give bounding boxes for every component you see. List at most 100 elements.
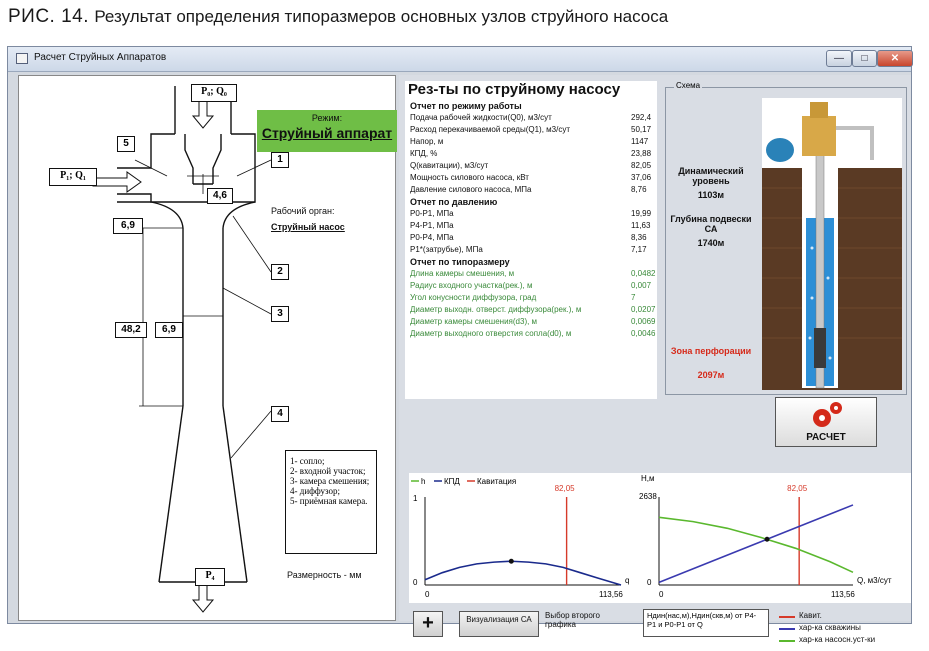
calculate-button[interactable]: РАСЧЕТ — [775, 397, 877, 447]
legend-swatch-cavitation — [779, 616, 795, 618]
cavitation-label: 82,05 — [787, 484, 808, 493]
results-panel: Рез-ты по струйному насосу Отчет по режи… — [399, 75, 911, 644]
cavitation-label: 82,05 — [555, 484, 576, 493]
result-value: 19,99 — [631, 209, 652, 218]
result-value: 0,0207 — [631, 305, 656, 314]
organ-value: Струйный насос — [271, 222, 345, 232]
part-number-4: 4 — [271, 406, 289, 422]
p1-label: P₁; Q₁ — [49, 168, 97, 186]
second-chart-select[interactable]: Ндин(нас,м),Ндин(скв,м) от P4-P1 и P0-P1… — [643, 609, 769, 637]
close-button[interactable]: ✕ — [877, 50, 913, 67]
parts-legend: 1- сопло; 2- входной участок; 3- камера … — [285, 450, 377, 554]
perforation-zone-value: 2097м — [697, 370, 725, 380]
hanging-depth-label: Глубина подвески СА — [670, 214, 752, 234]
legend-pump: хар-ка насосн.уст-ки — [799, 635, 876, 644]
result-label: Длина камеры смешения, м — [410, 269, 515, 278]
result-value: 7 — [631, 293, 636, 302]
schema-group: Схема Динамический уровень 1103м Глубина… — [665, 81, 907, 395]
legend-item: 2- входной участок; — [290, 466, 366, 476]
legend-item: 3- камера смешения; — [290, 476, 370, 486]
pump-diagram-panel: P₀; Q₀ P₁; Q₁ P₄ 1 2 3 4 5 4,6 6,9 48,2 … — [18, 75, 397, 621]
result-value: 7,17 — [631, 245, 647, 254]
efficiency-max-point — [508, 558, 514, 564]
p4-label: P₄ — [195, 568, 225, 586]
chart2-legend: Кавит. хар-ка скважины хар-ка насосн.уст… — [777, 611, 907, 651]
caption-text: Результат определения типоразмеров основ… — [94, 7, 669, 26]
maximize-button[interactable]: □ — [852, 50, 877, 67]
legend-swatch-well — [779, 628, 795, 630]
legend-cavitation: Кавит. — [799, 611, 822, 620]
legend-swatch-pump — [779, 640, 795, 642]
legend-item: 5- приёмная камера. — [290, 496, 368, 506]
result-label: Q(кавитации), м3/сут — [410, 161, 489, 170]
minimize-button[interactable]: — — [826, 50, 852, 67]
mode-panel: Режим: Струйный аппарат — [257, 110, 397, 152]
result-label: Расход перекачиваемой среды(Q1), м3/сут — [410, 125, 570, 134]
results-title: Рез-ты по струйному насосу — [408, 81, 621, 98]
well-illustration — [762, 98, 902, 390]
y-tick-top: 1 — [413, 494, 418, 503]
dim-inlet-radius: 6,9 — [113, 218, 143, 234]
y-tick-bottom: 0 — [413, 578, 418, 587]
add-chart-button[interactable]: + — [413, 611, 443, 637]
units-label: Размерность - мм — [287, 570, 362, 580]
well-curve — [658, 504, 854, 584]
result-label: Подача рабочей жидкости(Q0), м3/сут — [410, 113, 552, 122]
efficiency-curve — [424, 560, 622, 586]
p0-label: P₀; Q₀ — [191, 84, 237, 102]
dim-mixing-length: 48,2 — [115, 322, 147, 338]
title-bar: Расчет Струйных Аппаратов — □ ✕ — [8, 47, 913, 72]
result-value: 8,36 — [631, 233, 647, 242]
legend-label: h — [421, 477, 425, 486]
second-chart-label: Выбор второго графика — [545, 611, 600, 629]
result-value: 37,06 — [631, 173, 652, 182]
part-number-3: 3 — [271, 306, 289, 322]
results-section-heading: Отчет по давлению — [410, 197, 498, 207]
legend-item: 1- сопло; — [290, 456, 325, 466]
result-label: Мощность силового насоса, кВт — [410, 173, 529, 182]
result-label: Угол конусности диффузора, град — [410, 293, 537, 302]
x-tick-end: 113,56 — [831, 590, 855, 599]
result-value: 292,4 — [631, 113, 652, 122]
result-value: 0,0046 — [631, 329, 656, 338]
legend-label: Кавитация — [477, 477, 516, 486]
operating-point — [764, 536, 770, 542]
y-axis-label: H,м — [641, 474, 655, 483]
part-number-5: 5 — [117, 136, 135, 152]
mode-label: Режим: — [311, 113, 343, 123]
organ-label: Рабочий орган: — [271, 206, 335, 216]
schema-legend: Схема — [674, 81, 703, 90]
visualize-button[interactable]: Визуализация СА — [459, 611, 539, 637]
result-value: 23,88 — [631, 149, 652, 158]
result-label: P0-P4, МПа — [410, 233, 454, 242]
result-label: P4-P1, МПа — [410, 221, 454, 230]
legend-label: КПД — [444, 477, 460, 486]
calculate-label: РАСЧЕТ — [806, 432, 846, 443]
result-label: Напор, м — [410, 137, 444, 146]
y-tick-top: 2638 — [639, 492, 657, 501]
result-value: 0,0482 — [631, 269, 656, 278]
result-label: P1*(затрубье), МПа — [410, 245, 483, 254]
x-tick-start: 0 — [425, 590, 430, 599]
result-value: 0,007 — [631, 281, 652, 290]
result-value: 82,05 — [631, 161, 652, 170]
results-section-heading: Отчет по режиму работы — [410, 101, 522, 111]
perforation-zone-label: Зона перфорации — [670, 346, 752, 356]
result-label: P0-P1, МПа — [410, 209, 454, 218]
result-label: Диаметр выходн. отверст. диффузора(рек.)… — [410, 305, 582, 314]
results-table: Рез-ты по струйному насосу Отчет по режи… — [405, 81, 657, 399]
figure-caption: РИС. 14. Результат определения типоразме… — [8, 6, 668, 28]
dim-mixing-diameter: 6,9 — [155, 322, 183, 338]
result-value: 11,63 — [631, 221, 651, 230]
result-label: Диаметр выходного отверстия сопла(d0), м — [410, 329, 572, 338]
result-label: КПД, % — [410, 149, 438, 158]
app-icon — [16, 53, 28, 64]
x-tick-start: 0 — [659, 590, 664, 599]
result-value: 8,76 — [631, 185, 647, 194]
x-tick-end: 113,56 — [599, 590, 623, 599]
dim-nozzle-diameter: 4,6 — [207, 188, 233, 204]
mode-value: Струйный аппарат — [261, 125, 393, 141]
legend-item: 4- диффузор; — [290, 486, 341, 496]
